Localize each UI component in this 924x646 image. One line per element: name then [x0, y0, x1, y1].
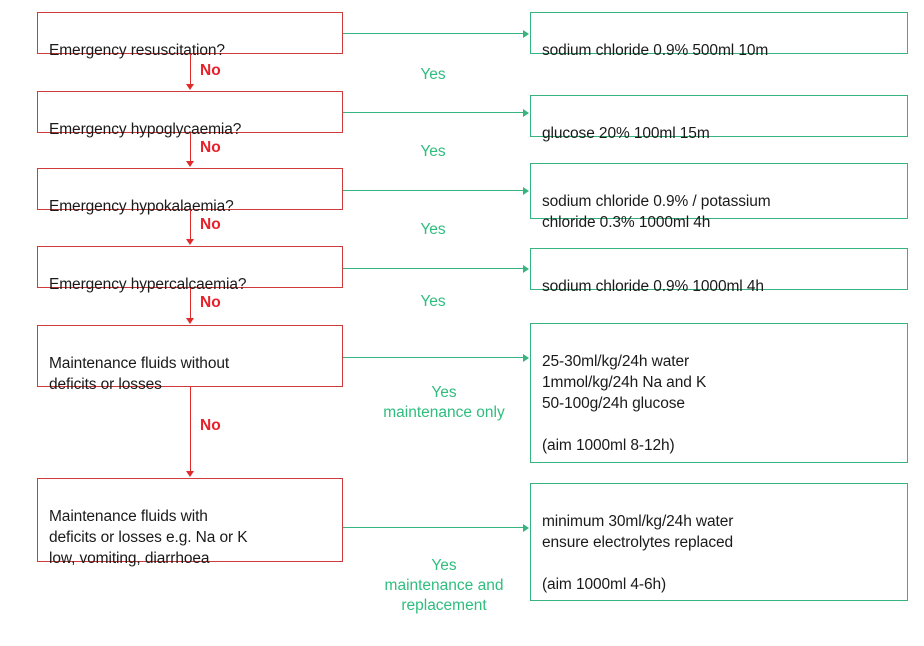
action-label: minimum 30ml/kg/24h water ensure electro…	[542, 513, 734, 593]
no-connector-line-5	[190, 387, 191, 472]
yes-connector-arrow-1	[523, 30, 529, 38]
yes-connector-line-5	[343, 357, 524, 358]
yes-label-3: Yes	[420, 221, 446, 238]
no-connector-arrow-3	[186, 239, 194, 245]
action-box-maintenance-regimen[interactable]: 25-30ml/kg/24h water 1mmol/kg/24h Na and…	[530, 323, 908, 463]
action-box-replacement-regimen[interactable]: minimum 30ml/kg/24h water ensure electro…	[530, 483, 908, 601]
no-connector-arrow-2	[186, 161, 194, 167]
yes-label-1: Yes	[420, 66, 446, 83]
action-label: sodium chloride 0.9% 500ml 10m	[542, 42, 769, 59]
decision-label: Emergency hypercalcaemia?	[49, 276, 247, 293]
yes-connector-line-2	[343, 112, 524, 113]
decision-box-emergency-hypercalcaemia[interactable]: Emergency hypercalcaemia?	[37, 246, 343, 293]
decision-label: Emergency hypokalaemia?	[49, 198, 234, 215]
decision-box-emergency-hypoglycaemia[interactable]: Emergency hypoglycaemia?	[37, 91, 343, 138]
no-connector-arrow-4	[186, 318, 194, 324]
action-box-sodium-chloride-1000ml[interactable]: sodium chloride 0.9% 1000ml 4h	[530, 248, 908, 295]
action-box-sodium-potassium-chloride[interactable]: sodium chloride 0.9% / potassium chlorid…	[530, 163, 908, 231]
no-label-4: No	[200, 294, 221, 311]
yes-label-2: Yes	[420, 143, 446, 160]
no-connector-line-2	[190, 133, 191, 162]
decision-label: Maintenance fluids without deficits or l…	[49, 355, 230, 393]
no-connector-line-4	[190, 288, 191, 319]
action-box-glucose-20-percent[interactable]: glucose 20% 100ml 15m	[530, 95, 908, 142]
yes-connector-line-3	[343, 190, 524, 191]
decision-box-maintenance-without-deficits[interactable]: Maintenance fluids without deficits or l…	[37, 325, 343, 393]
yes-connector-line-1	[343, 33, 524, 34]
decision-box-emergency-hypokalaemia[interactable]: Emergency hypokalaemia?	[37, 168, 343, 215]
decision-box-maintenance-with-deficits[interactable]: Maintenance fluids with deficits or loss…	[37, 478, 343, 567]
no-connector-line-1	[190, 54, 191, 85]
yes-connector-arrow-4	[523, 265, 529, 273]
yes-label-6: Yes maintenance and replacement	[384, 557, 504, 614]
no-connector-line-3	[190, 210, 191, 240]
decision-label: Maintenance fluids with deficits or loss…	[49, 508, 248, 567]
no-label-5: No	[200, 417, 221, 434]
decision-label: Emergency resuscitation?	[49, 42, 225, 59]
action-box-sodium-chloride-500ml[interactable]: sodium chloride 0.9% 500ml 10m	[530, 12, 908, 59]
action-label: 25-30ml/kg/24h water 1mmol/kg/24h Na and…	[542, 353, 707, 454]
no-label-1: No	[200, 62, 221, 79]
yes-label-4: Yes	[420, 293, 446, 310]
action-label: glucose 20% 100ml 15m	[542, 125, 710, 142]
yes-connector-arrow-3	[523, 187, 529, 195]
yes-connector-arrow-5	[523, 354, 529, 362]
yes-connector-line-6	[343, 527, 524, 528]
yes-label-5: Yes maintenance only	[383, 384, 505, 421]
decision-box-emergency-resuscitation[interactable]: Emergency resuscitation?	[37, 12, 343, 59]
yes-connector-line-4	[343, 268, 524, 269]
yes-connector-arrow-2	[523, 109, 529, 117]
no-connector-arrow-1	[186, 84, 194, 90]
no-label-3: No	[200, 216, 221, 233]
decision-label: Emergency hypoglycaemia?	[49, 121, 242, 138]
no-label-2: No	[200, 139, 221, 156]
yes-connector-arrow-6	[523, 524, 529, 532]
action-label: sodium chloride 0.9% / potassium chlorid…	[542, 193, 771, 231]
no-connector-arrow-5	[186, 471, 194, 477]
action-label: sodium chloride 0.9% 1000ml 4h	[542, 278, 764, 295]
